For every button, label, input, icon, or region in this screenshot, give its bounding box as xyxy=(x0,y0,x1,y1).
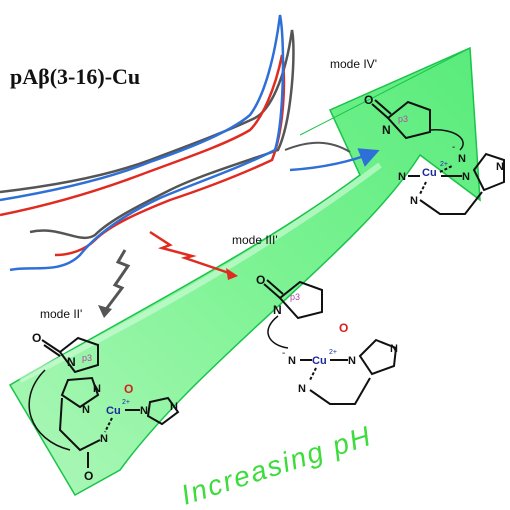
svg-text:O: O xyxy=(124,382,133,396)
svg-text:N: N xyxy=(93,383,101,395)
svg-text:N: N xyxy=(398,171,406,183)
mode-iv-structure: mode IV' O N p3 - N N Cu 2+ N N N xyxy=(330,57,505,215)
mode-ii-label: mode II' xyxy=(40,307,82,321)
voltammogram xyxy=(0,14,351,272)
zigzag-arrow-gray xyxy=(98,249,131,318)
svg-text:N: N xyxy=(100,433,108,445)
svg-text:N: N xyxy=(170,401,178,413)
svg-text:O: O xyxy=(32,331,41,345)
mode-iv-label: mode IV' xyxy=(330,57,377,71)
svg-text:Cu: Cu xyxy=(312,355,327,367)
svg-text:O: O xyxy=(364,93,373,107)
svg-text:-: - xyxy=(452,142,455,153)
svg-text:N: N xyxy=(390,343,398,355)
svg-text:N: N xyxy=(458,153,466,165)
svg-text:2+: 2+ xyxy=(329,349,337,356)
zigzag-arrow-red xyxy=(149,230,238,280)
trace-black xyxy=(0,29,295,240)
svg-text:N: N xyxy=(382,123,391,137)
svg-text:N: N xyxy=(82,404,90,416)
mode-ii-structure: mode II' O N p3 N N Cu 2+ O N N N O xyxy=(28,307,180,483)
svg-text:N: N xyxy=(273,303,282,317)
svg-text:N: N xyxy=(496,161,504,173)
curved-arrow-blue xyxy=(289,148,380,172)
svg-text:2+: 2+ xyxy=(122,399,130,406)
svg-text:N: N xyxy=(348,355,356,367)
mode-iii-label: mode III' xyxy=(232,233,278,247)
svg-text:Cu: Cu xyxy=(106,405,121,417)
svg-text:O: O xyxy=(84,469,93,483)
svg-text:N: N xyxy=(67,355,76,369)
svg-text:2+: 2+ xyxy=(440,161,448,168)
figure-title: pAβ(3-16)-Cu xyxy=(10,64,140,89)
svg-text:-: - xyxy=(282,348,285,359)
mode-iii-structure: mode III' O N p3 N - Cu 2+ O N N N xyxy=(232,233,398,405)
svg-text:N: N xyxy=(462,171,470,183)
svg-text:Cu: Cu xyxy=(422,167,437,179)
svg-text:p3: p3 xyxy=(290,292,300,302)
svg-text:p3: p3 xyxy=(398,114,408,124)
curved-green-arrow xyxy=(8,46,481,497)
increasing-ph-label: Increasing pH xyxy=(177,420,376,510)
svg-text:N: N xyxy=(140,405,148,417)
svg-text:O: O xyxy=(339,321,348,335)
svg-text:N: N xyxy=(298,383,306,395)
svg-text:N: N xyxy=(410,195,418,207)
svg-text:p3: p3 xyxy=(82,353,92,363)
svg-text:O: O xyxy=(256,273,265,287)
trace-blue xyxy=(0,14,285,272)
svg-text:N: N xyxy=(288,355,296,367)
